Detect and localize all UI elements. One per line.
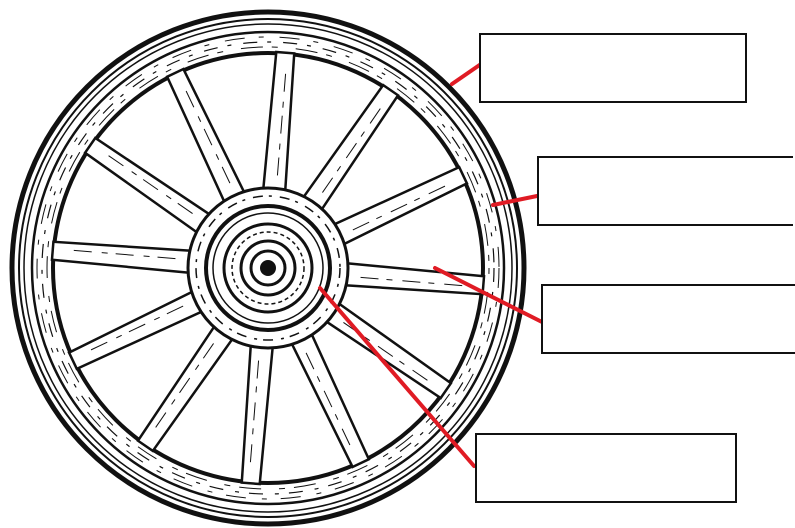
spoke-grain <box>306 353 352 451</box>
spoke-grain <box>353 184 451 230</box>
spoke-grain <box>184 86 230 184</box>
spoke-grain <box>152 343 213 432</box>
spoke <box>52 242 191 273</box>
spoke-grain <box>86 306 184 352</box>
spoke <box>69 292 202 369</box>
spoke <box>345 263 484 294</box>
label-box-1[interactable] <box>479 33 747 103</box>
spoke-grain <box>104 152 193 213</box>
label-box-4[interactable] <box>475 433 737 503</box>
wheel-hub <box>188 188 348 348</box>
spoke <box>334 167 467 244</box>
spoke <box>263 52 294 191</box>
leader-line-1 <box>452 64 481 84</box>
label-box-2[interactable] <box>537 156 793 226</box>
spoke <box>242 345 273 484</box>
spoke <box>138 326 233 451</box>
spoke <box>303 85 398 210</box>
spoke <box>292 334 369 467</box>
label-box-3[interactable] <box>541 284 795 354</box>
spoke <box>85 138 210 233</box>
spoke-grain <box>322 104 383 193</box>
spoke <box>167 69 244 202</box>
